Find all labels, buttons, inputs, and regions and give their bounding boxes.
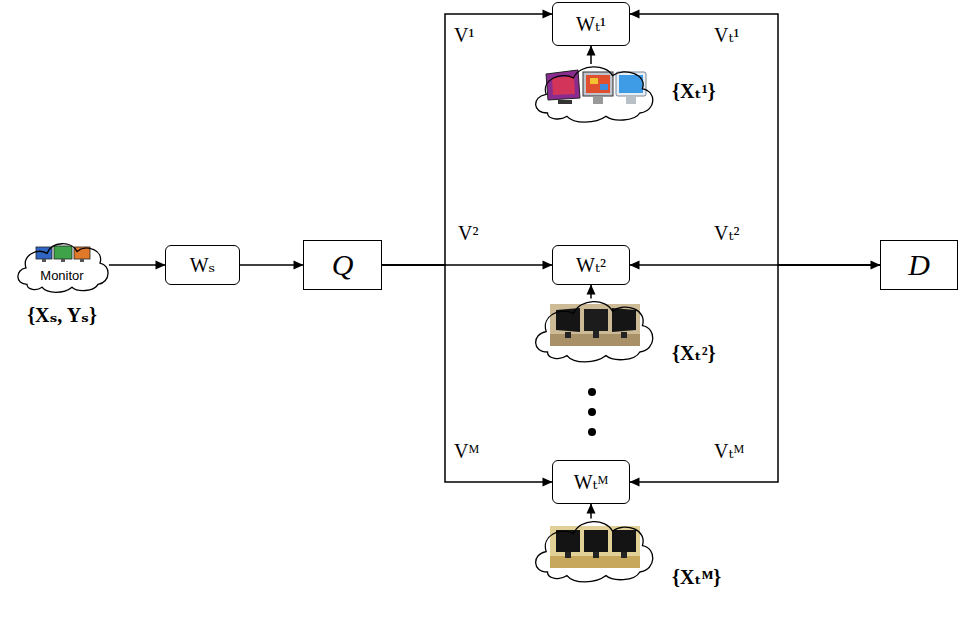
signal-label: Vₜᴹ bbox=[712, 440, 746, 462]
cloud-outline bbox=[536, 522, 653, 582]
signal-label: Vₜ¹ bbox=[712, 24, 741, 46]
connector-arrow bbox=[382, 265, 552, 482]
output-box: D bbox=[880, 240, 958, 290]
signal-label: Vₜ² bbox=[712, 222, 741, 244]
box-label: Wₜᴹ bbox=[574, 471, 609, 494]
process-box: Q bbox=[303, 240, 382, 290]
connector-arrow bbox=[109, 264, 165, 266]
connector-arrow bbox=[590, 504, 592, 519]
dots bbox=[588, 388, 596, 436]
mapping-box: Wₜ² bbox=[552, 245, 630, 285]
connector-arrow bbox=[590, 285, 592, 299]
target-cloud: {Xₜᴹ} bbox=[528, 512, 658, 584]
target-cloud: {Xₜ²} bbox=[528, 292, 658, 364]
box-label: Wₛ bbox=[190, 254, 216, 277]
connector-arrow bbox=[382, 14, 552, 265]
dataset-label: {Xₜᴹ} bbox=[672, 566, 721, 589]
dataset-label: {Xₜ²} bbox=[672, 342, 716, 365]
cloud-outline bbox=[528, 292, 658, 364]
cloud-outline bbox=[536, 67, 653, 122]
target-monitor-photo-m bbox=[550, 526, 640, 568]
cloud-outline bbox=[536, 302, 653, 362]
mapping-box: Wₜ¹ bbox=[552, 2, 630, 46]
box-label: D bbox=[908, 248, 930, 283]
connector-arrow bbox=[240, 264, 303, 266]
dataset-label: {Xₜ¹} bbox=[672, 80, 716, 103]
mapping-box: Wₜᴹ bbox=[552, 460, 630, 504]
connector-arrow bbox=[630, 14, 880, 265]
signal-label: V² bbox=[456, 222, 480, 244]
box-label: Wₜ² bbox=[576, 254, 606, 277]
box-label: Q bbox=[332, 248, 354, 283]
target-monitor-photo-2 bbox=[550, 304, 640, 346]
cloud-outline bbox=[528, 58, 658, 124]
box-label: Wₜ¹ bbox=[576, 13, 606, 36]
cloud-outline bbox=[18, 244, 108, 293]
cloud-label: Monitor bbox=[40, 269, 83, 284]
signal-label: Vᴹ bbox=[452, 440, 481, 462]
source-cloud: Monitor{Xₛ, Yₛ} bbox=[12, 236, 112, 294]
connector-arrow bbox=[630, 265, 880, 482]
dataset-label: {Xₛ, Yₛ} bbox=[27, 304, 97, 327]
connector-arrow bbox=[590, 46, 592, 64]
signal-label: V¹ bbox=[452, 24, 476, 46]
cloud-outline bbox=[12, 236, 112, 294]
mapping-box: Wₛ bbox=[165, 245, 240, 285]
target-cloud: {Xₜ¹} bbox=[528, 58, 658, 124]
cloud-outline bbox=[528, 512, 658, 584]
